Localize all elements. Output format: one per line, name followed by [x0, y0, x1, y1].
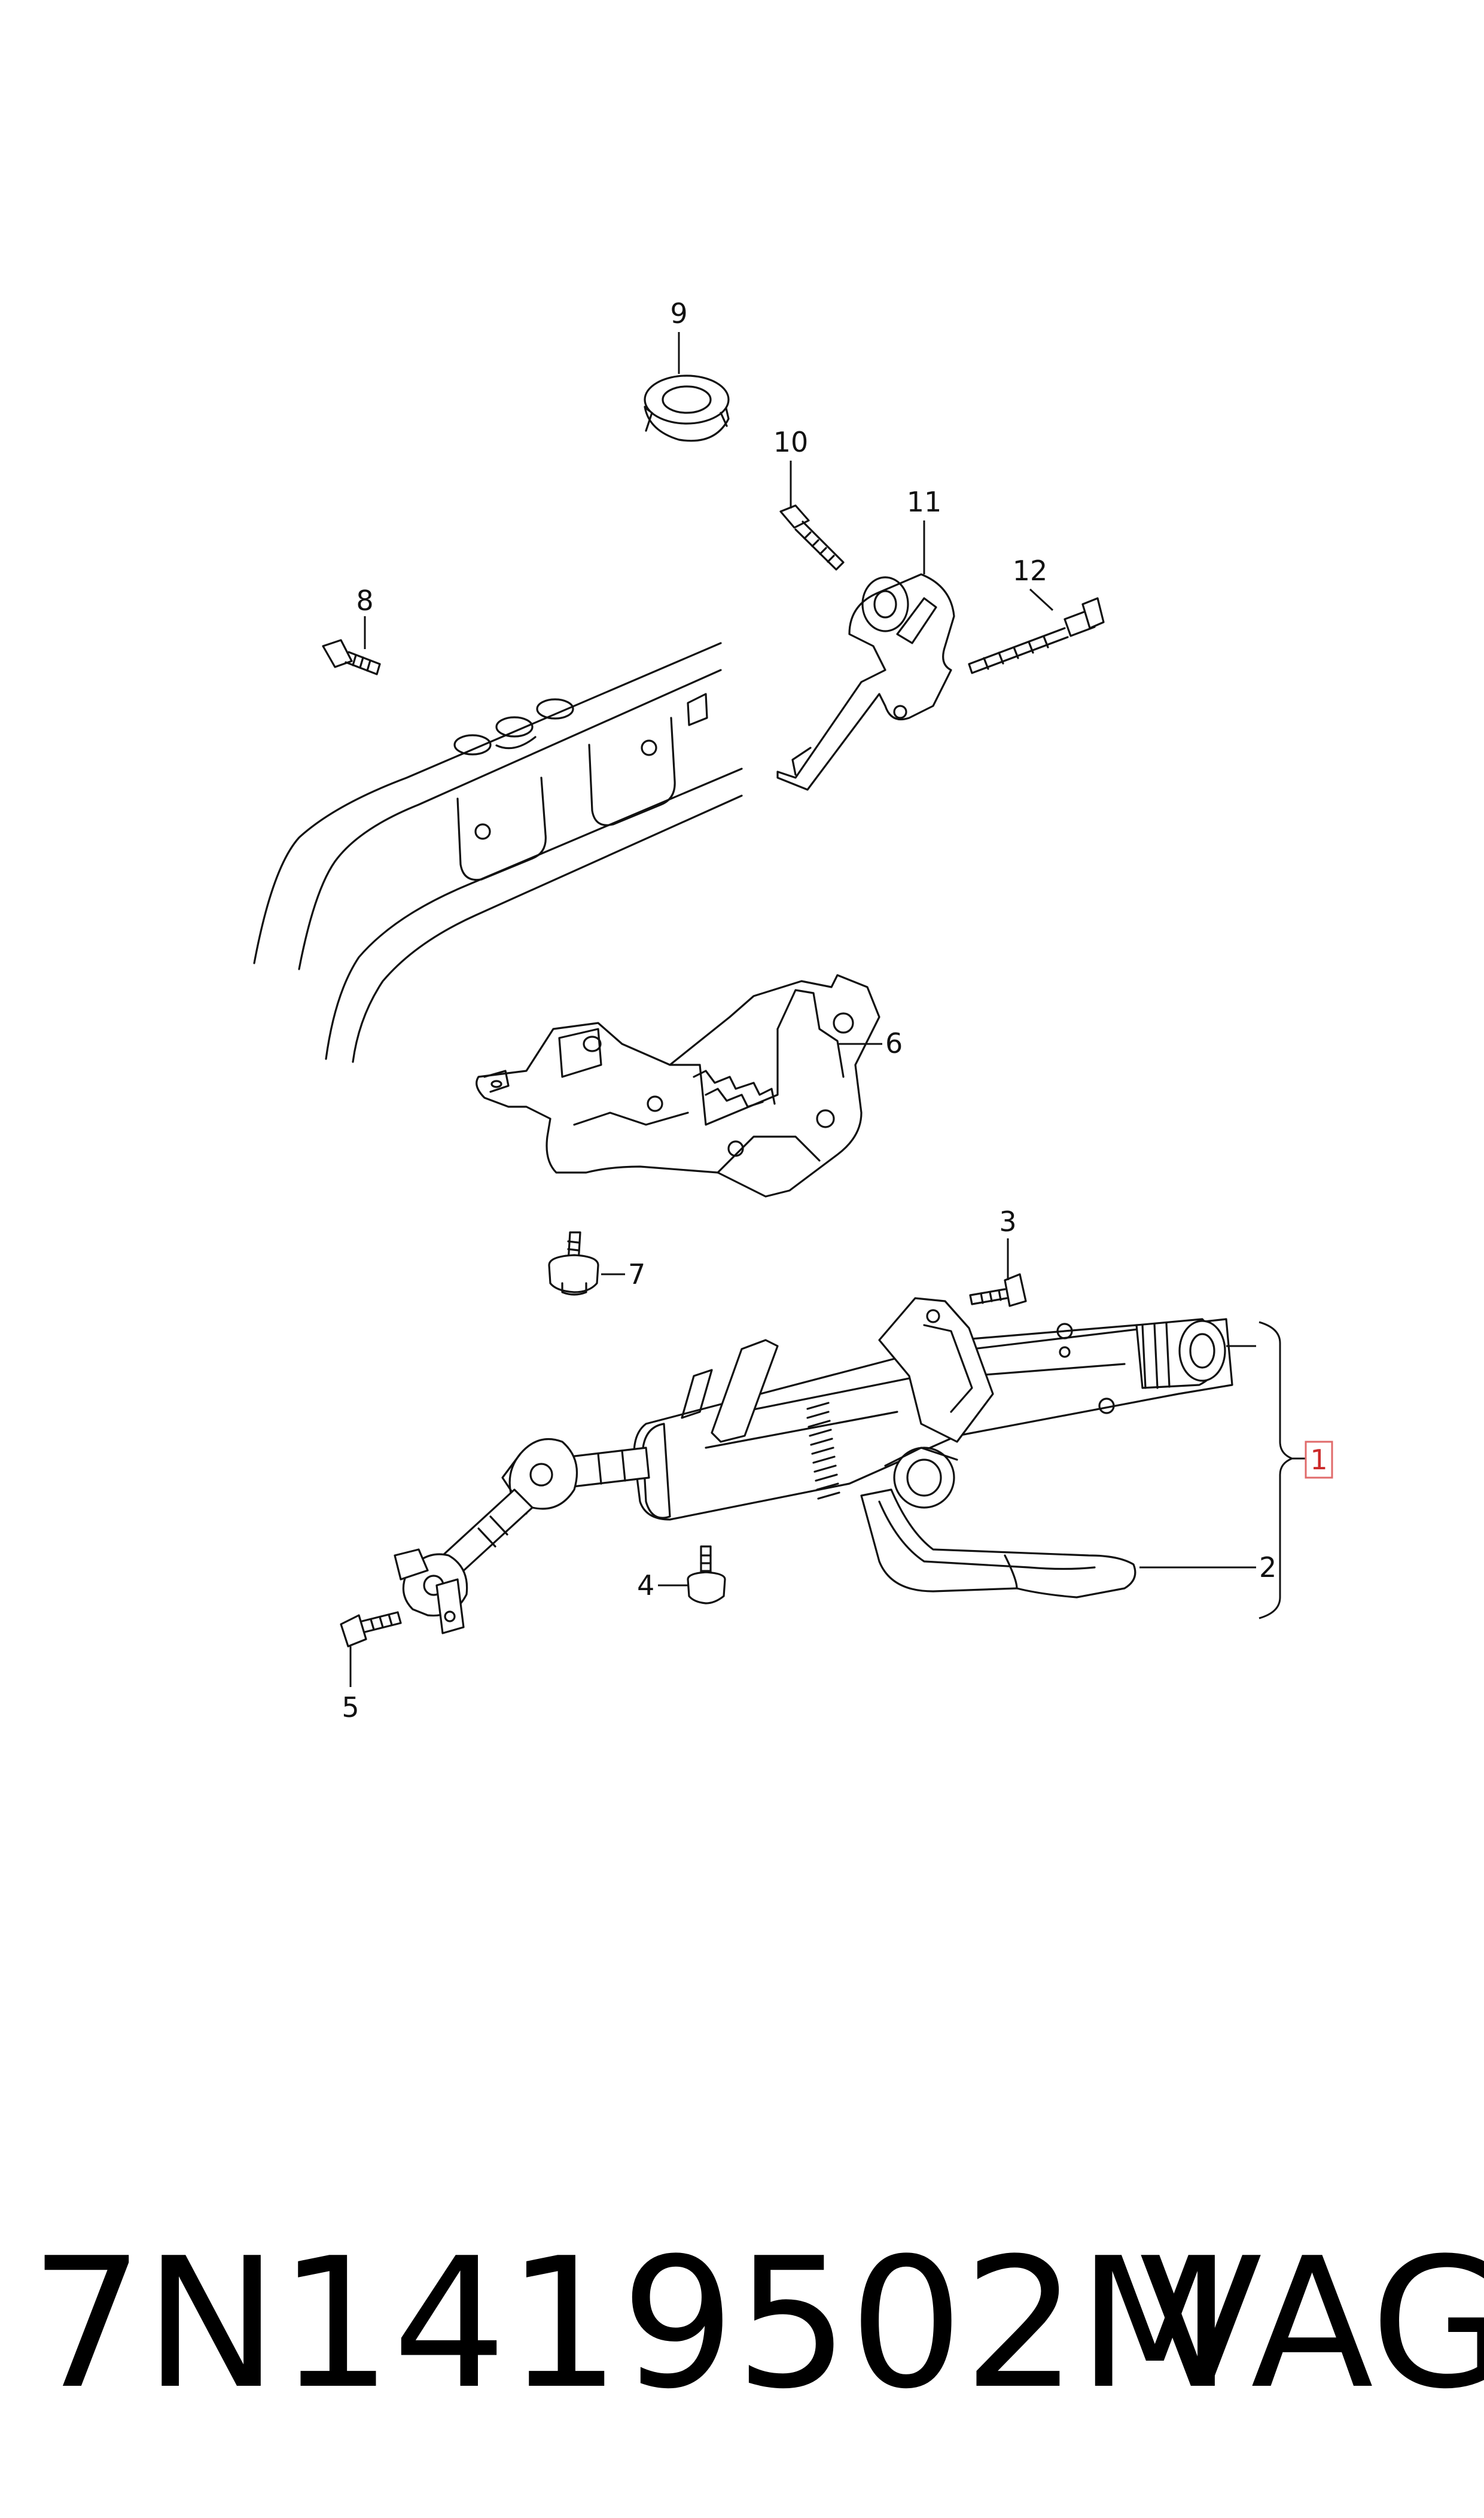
callout-3: 3	[999, 1205, 1016, 1238]
part-11-bracket	[776, 573, 955, 791]
part-3-bolt	[969, 1273, 1027, 1307]
part-6-mounting-bracket	[476, 974, 880, 1198]
callout-4: 4	[637, 1569, 654, 1601]
callout-12: 12	[1013, 555, 1048, 587]
part-5-bolt	[340, 1611, 402, 1648]
part-8-bolt	[322, 639, 381, 675]
part-4-bolt	[687, 1545, 726, 1604]
callout-1: 1	[1310, 1444, 1327, 1476]
part-10-bolt	[779, 504, 845, 571]
brand-label: VAG	[1139, 2219, 1484, 2428]
part-2-adjusting-lever	[860, 1488, 1136, 1599]
callout-5: 5	[342, 1691, 359, 1724]
callout-9: 9	[670, 297, 687, 330]
callout-6: 6	[885, 1027, 903, 1059]
callout-labels: 9 10 11 12 8 6 7 3 4 5 2 1	[342, 297, 1333, 1724]
part-9-grommet	[644, 374, 730, 442]
part-12-long-bolt	[968, 597, 1105, 674]
dashboard-crossmember	[253, 642, 743, 1063]
leader-lines	[349, 332, 1305, 1687]
callout-1-box	[1305, 1441, 1333, 1479]
callout-7: 7	[628, 1258, 645, 1290]
callout-2: 2	[1259, 1551, 1276, 1584]
part-1-steering-column	[394, 1297, 1233, 1634]
callout-11: 11	[907, 486, 942, 518]
part-number: 7N1419502M	[30, 2219, 1233, 2428]
callout-10: 10	[773, 426, 809, 458]
part-7-bolt	[548, 1231, 599, 1296]
callout-8: 8	[356, 584, 373, 617]
